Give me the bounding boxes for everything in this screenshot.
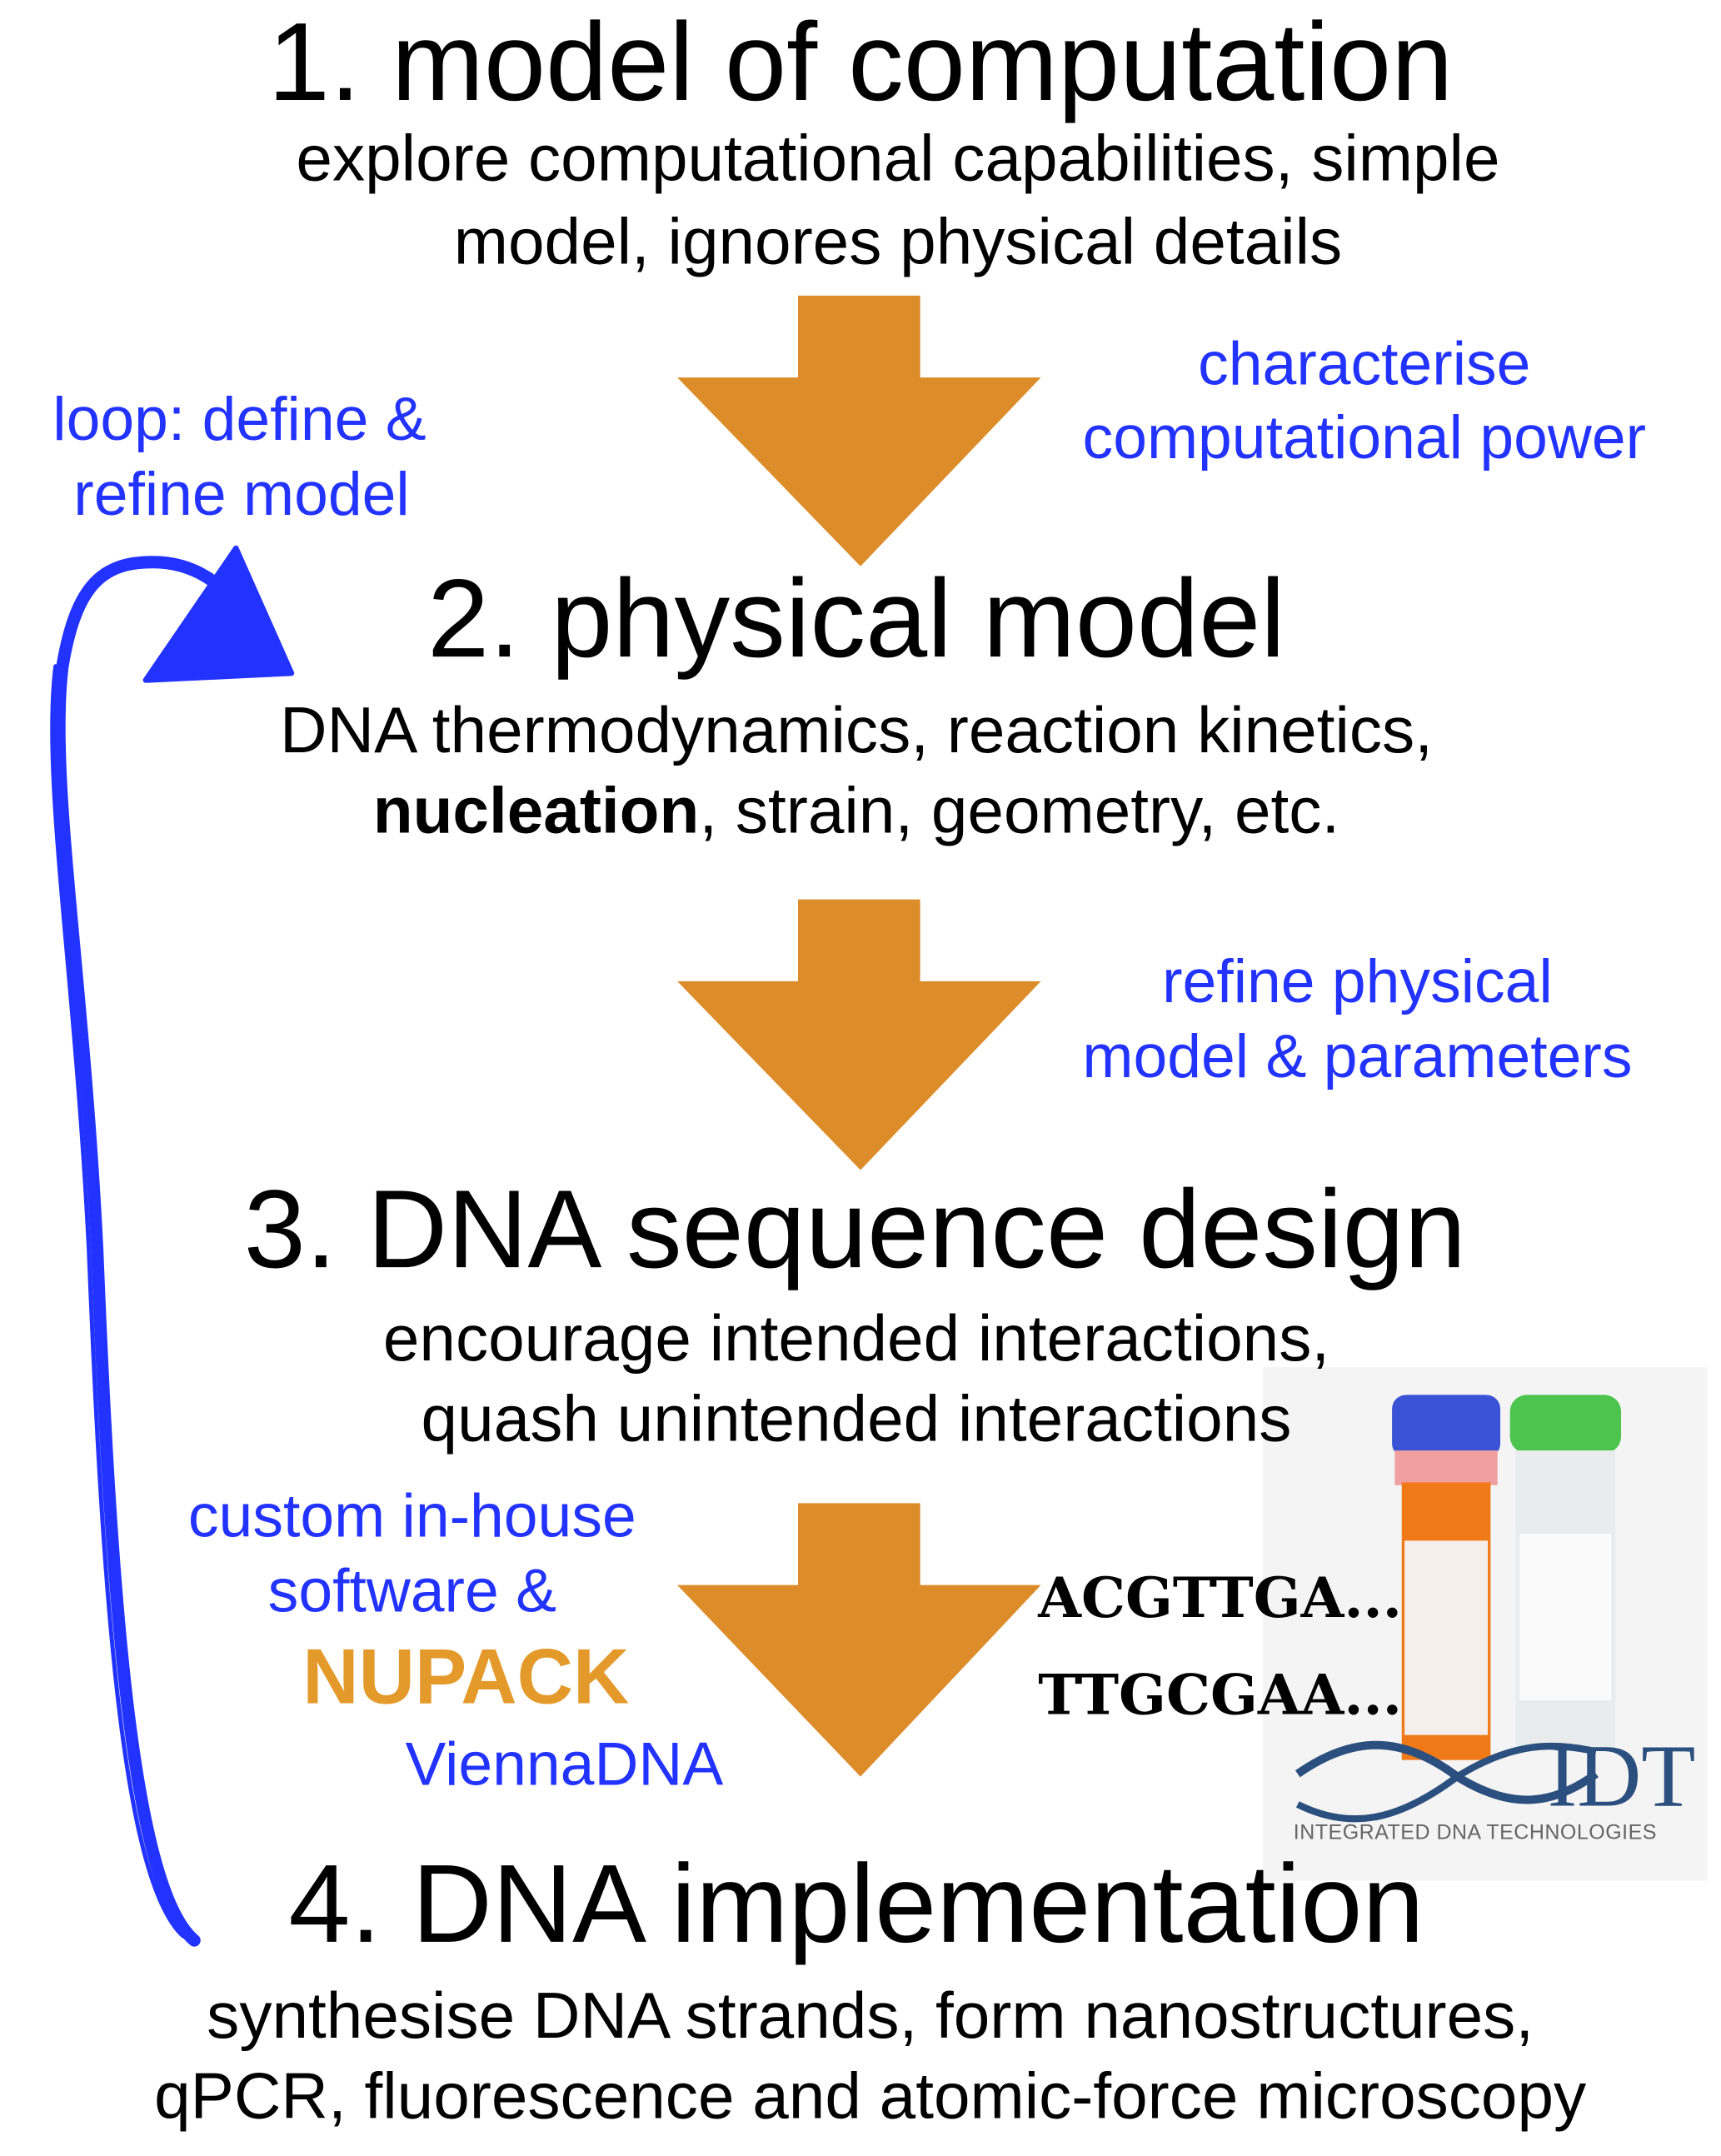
- step3-line1: encourage intended interactions,: [382, 1300, 1330, 1375]
- step4-line2: qPCR, fluorescence and atomic-force micr…: [154, 2058, 1587, 2133]
- step1-line1: explore computational capabilities, simp…: [296, 120, 1500, 195]
- step1-title: 1. model of computation: [267, 0, 1454, 124]
- step2-title: 2. physical model: [427, 556, 1285, 681]
- loop-arrow-icon: [50, 545, 295, 1947]
- step1-line2: model, ignores physical details: [453, 203, 1343, 278]
- idt-tubes-image: [1263, 1367, 1708, 1881]
- down-arrow-3: [677, 1503, 1041, 1777]
- step2-line1: DNA thermodynamics, reaction kinetics,: [280, 692, 1433, 766]
- idt-tagline: INTEGRATED DNA TECHNOLOGIES: [1293, 1820, 1657, 1845]
- down-arrow-2: [677, 899, 1041, 1170]
- annotation-characterise-2: computational power: [1082, 403, 1647, 472]
- down-arrow-1: [677, 295, 1041, 566]
- annotation-refine-2: model & parameters: [1082, 1022, 1633, 1091]
- step3-line2: quash unintended interactions: [421, 1380, 1292, 1455]
- annotation-loop-2: refine model: [73, 461, 410, 529]
- annotation-loop-1: loop: define &: [52, 386, 427, 454]
- nucleation-bold: nucleation: [372, 773, 700, 847]
- annotation-software-2: software &: [267, 1557, 557, 1626]
- step4-line1: synthesise DNA strands, form nanostructu…: [207, 1978, 1534, 2052]
- step4-title: 4. DNA implementation: [288, 1841, 1424, 1966]
- sequence-1: ACGTTGA...: [1038, 1565, 1402, 1631]
- step2-line2: nucleation, strain, geometry, etc.: [372, 773, 1340, 847]
- annotation-characterise-1: characterise: [1198, 330, 1531, 399]
- annotation-software-1: custom in-house: [187, 1482, 636, 1551]
- annotation-refine-1: refine physical: [1162, 947, 1553, 1016]
- nupack-logo: NUPACK: [302, 1632, 630, 1720]
- step3-title: 3. DNA sequence design: [243, 1167, 1466, 1291]
- idt-logo: IDT: [1547, 1726, 1696, 1825]
- sequence-2: TTGCGAA...: [1038, 1662, 1402, 1729]
- viennadna-label: ViennaDNA: [405, 1730, 724, 1799]
